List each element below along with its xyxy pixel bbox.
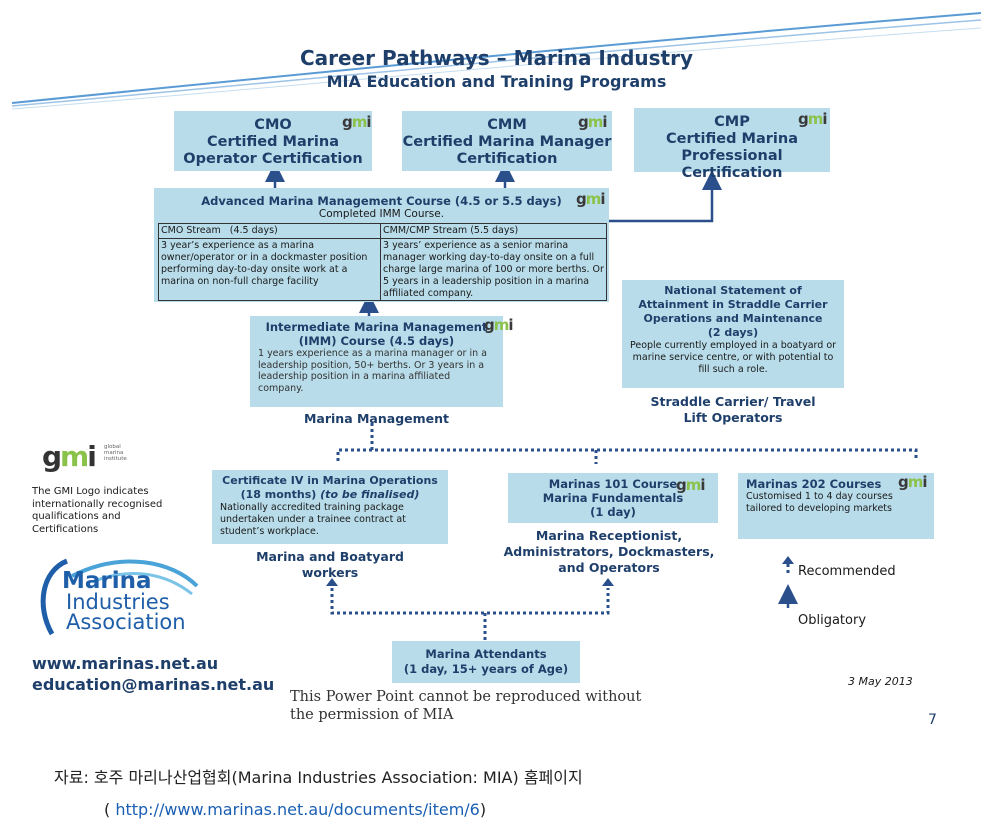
cmo-stream-text: 3 year’s experience as a marina owner/op… <box>161 240 368 287</box>
header-swoosh <box>12 12 981 110</box>
m101-label2: Administrators, Dockmasters, <box>503 544 715 559</box>
m101-title2: Marina Fundamentals <box>542 491 684 505</box>
cert4-months: (18 months) <box>240 488 317 501</box>
cmm-cert-box: CMM Certified Marina Manager Certificati… <box>402 111 612 171</box>
gmi-logo-tag1: global <box>104 444 121 450</box>
gmi-badge-cmp: gmi <box>798 110 828 128</box>
nsa-label2: Lift Operators <box>683 410 783 425</box>
m101-label3: and Operators <box>558 560 660 575</box>
gmi-badge-m101: gmi <box>676 476 706 494</box>
amm-cmm-stream: CMM/CMP Stream (5.5 days) 3 years’ exper… <box>380 223 607 301</box>
url-prefix: ( <box>104 800 116 819</box>
cmo-line2: Operator Certification <box>183 151 363 167</box>
cmo-code: CMO <box>254 117 292 133</box>
imm-title2: (IMM) Course (4.5 days) <box>298 334 455 348</box>
cmp-line1: Certified Marina <box>666 131 798 147</box>
attendants-sub: (1 day, 15+ years of Age) <box>403 662 569 676</box>
cmm-code: CMM <box>487 117 527 133</box>
contact-email: education@marinas.net.au <box>32 675 275 694</box>
cmo-stream-days: (4.5 days) <box>229 225 278 236</box>
gmi-badge-amm: gmi <box>576 190 606 208</box>
cert4-label1: Marina and Boatyard <box>256 549 404 564</box>
arrow-amm-to-cmp <box>609 170 722 223</box>
page-number: 7 <box>928 712 937 728</box>
m202-box: Marinas 202 Courses Customised 1 to 4 da… <box>738 473 934 539</box>
amm-prereq: Completed IMM Course. <box>318 208 445 220</box>
cmp-cert-box: CMP Certified Marina Professional Certif… <box>634 108 830 181</box>
nsa-days: (2 days) <box>707 326 759 339</box>
cert4-text: Nationally accredited training package u… <box>220 502 406 537</box>
cmo-stream-head: CMO Stream <box>161 225 221 236</box>
nsa-box: National Statement of Attainment in Stra… <box>622 280 844 388</box>
cert4-label2: workers <box>301 565 359 580</box>
contact-web: www.marinas.net.au <box>32 654 219 673</box>
source-caption: 자료: 호주 마리나산업협회(Marina Industries Associa… <box>54 768 583 787</box>
legend-obligatory: Obligatory <box>798 613 867 628</box>
gmi-badge-imm: gmi <box>484 316 514 334</box>
cert4-title: Certificate IV in Marina Operations <box>222 474 438 487</box>
connector-layer <box>265 162 918 641</box>
cmm-stream-text: 3 years’ experience as a senior marina m… <box>383 240 604 299</box>
source-url-link[interactable]: http://www.marinas.net.au/documents/item… <box>115 800 480 819</box>
dotted-top-bus <box>336 448 918 461</box>
gmi-logo-tag3: institute <box>104 456 127 462</box>
copyright-notice: This Power Point cannot be reproduced wi… <box>290 689 642 723</box>
dotted-bottom-bus <box>330 588 610 615</box>
slide-title: Career Pathways – Marina Industry <box>299 46 694 70</box>
m101-box: Marinas 101 Course Marina Fundamentals (… <box>508 473 718 523</box>
imm-title1: Intermediate Marina Management <box>265 320 488 334</box>
m202-text: Customised 1 to 4 day courses tailored t… <box>746 491 893 514</box>
amm-box: Advanced Marina Management Course (4.5 o… <box>154 188 609 302</box>
m101-label1: Marina Receptionist, <box>535 528 683 543</box>
m202-title: Marinas 202 Courses <box>746 477 882 491</box>
cert4-finalised: (to be finalised) <box>320 488 420 501</box>
gmi-badge-m202: gmi <box>898 473 928 491</box>
mia-logo-line3: Association <box>66 610 186 634</box>
imm-text: 1 years experience as a marina manager o… <box>258 348 487 394</box>
attendants-box: Marina Attendants (1 day, 15+ years of A… <box>392 641 580 683</box>
slide-subtitle: MIA Education and Training Programs <box>326 72 667 91</box>
url-suffix: ) <box>479 800 487 819</box>
cmp-line2: Professional Certification <box>681 148 783 181</box>
amm-title: Advanced Marina Management Course (4.5 o… <box>201 194 562 208</box>
gmi-badge-cmm: gmi <box>578 113 608 131</box>
attendants-title: Marina Attendants <box>425 647 547 661</box>
mia-logo-line1: Marina <box>62 568 152 594</box>
legend-recommended: Recommended <box>798 564 896 579</box>
mia-logo-line2: Industries <box>66 590 170 614</box>
cert4-box: Certificate IV in Marina Operations (18 … <box>212 470 448 544</box>
gmi-logo-tag2: marina <box>104 450 124 456</box>
cmp-code: CMP <box>714 114 750 130</box>
gmi-logo: gmi global marina institute <box>42 440 127 473</box>
cmo-cert-box: CMO Certified Marina Operator Certificat… <box>174 111 372 171</box>
mia-logo: Marina Industries Association <box>32 556 202 646</box>
cmo-line1: Certified Marina <box>207 134 339 150</box>
source-url-line: ( http://www.marinas.net.au/documents/it… <box>104 800 486 819</box>
cmm-stream-head: CMM/CMP Stream (5.5 days) <box>381 224 606 239</box>
nsa-label1: Straddle Carrier/ Travel <box>650 394 816 409</box>
amm-cmo-stream: CMO Stream (4.5 days) 3 year’s experienc… <box>158 223 381 301</box>
gmi-logo-note: The GMI Logo indicates internationally r… <box>32 486 163 535</box>
gmi-badge-cmo: gmi <box>342 113 372 131</box>
nsa-title: National Statement of Attainment in Stra… <box>638 284 828 325</box>
cmm-line2: Certification <box>456 151 558 167</box>
mia-wave-icon <box>40 558 199 636</box>
m101-days: (1 day) <box>590 505 636 519</box>
m101-title1: Marinas 101 Course <box>548 477 678 491</box>
nsa-text: People currently employed in a boatyard … <box>629 340 837 375</box>
cmm-line1: Certified Marina Manager <box>402 134 612 150</box>
slide-date: 3 May 2013 <box>848 675 913 688</box>
imm-label: Marina Management <box>303 411 450 426</box>
imm-box: Intermediate Marina Management (IMM) Cou… <box>250 316 503 407</box>
slide: Career Pathways – Marina Industry MIA Ed… <box>12 8 981 738</box>
